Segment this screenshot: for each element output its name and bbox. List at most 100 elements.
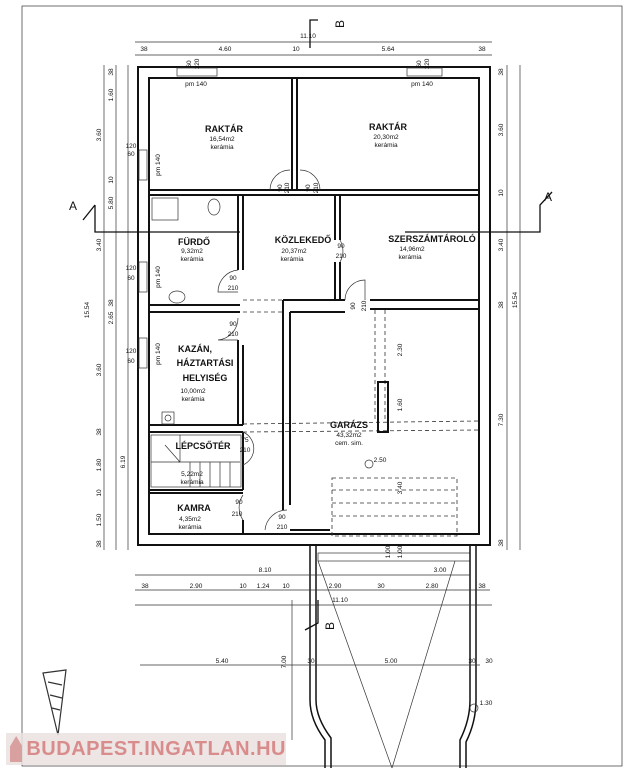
shower-icon (151, 197, 179, 221)
dimension-label: 38 (141, 583, 149, 590)
dimension-label: 90 (229, 275, 237, 282)
dimension-label: 3.40 (397, 481, 404, 494)
dimension-label: 2.90 (190, 583, 203, 590)
dimension-label: 38 (108, 68, 115, 76)
dimensions-garage: 2.30 1.60 3.40 1.00 1.00 (385, 343, 404, 558)
dimension-lines (103, 41, 521, 740)
dimension-label: 90 (350, 302, 357, 310)
room-kamra: KAMRA 4,35m2 kerámia (177, 503, 211, 531)
sink-icon (168, 290, 186, 304)
room-floor: kerámia (374, 142, 398, 149)
room-lepcsoter: LÉPCSŐTÉR 5,22m2 kerámia (175, 440, 231, 486)
room-name: SZERSZÁMTÁROLÓ (388, 233, 476, 244)
boiler-icon (161, 411, 175, 425)
room-name-line: HÁZTARTÁSI (177, 358, 234, 368)
dimension-label: 15.54 (512, 291, 519, 308)
garage-door (317, 552, 471, 562)
house-icon (10, 736, 23, 762)
dimension-label: 38 (498, 539, 505, 547)
room-area: 9,32m2 (181, 248, 203, 255)
dimension-label: 10 (96, 489, 103, 497)
dimension-label: 210 (240, 447, 251, 454)
dimension-label: 38 (498, 301, 505, 309)
dimension-label: pm 140 (155, 343, 162, 365)
dimension-label: 38 (108, 299, 115, 307)
level-markers: 2.50 1.30 (364, 457, 493, 713)
dimension-label: 60 (127, 151, 135, 158)
dimension-label: 3.40 (96, 238, 103, 251)
room-area: 10,00m2 (180, 388, 206, 395)
dimension-label: 60 (186, 60, 193, 68)
dimensions-right: 38 3.60 10 3.40 38 15.54 7.30 38 (498, 68, 519, 547)
section-label-a-left: A (69, 199, 77, 213)
dimension-label: 6.19 (120, 455, 127, 468)
dimension-label: 38 (478, 46, 486, 53)
room-name-line: KAZÁN, (178, 344, 212, 354)
dimension-label: 3.60 (96, 128, 103, 141)
room-raktar-1: RAKTÁR 16,54m2 kerámia (205, 124, 243, 151)
room-floor: cem. sim. (335, 440, 363, 447)
room-szerszamtarolo: SZERSZÁMTÁROLÓ 14,96m2 kerámia (388, 233, 476, 261)
dimension-label: 4.60 (219, 46, 232, 53)
dimension-label: 10 (239, 583, 247, 590)
section-label-b-top: B (333, 20, 347, 28)
dimension-label: 60 (127, 358, 135, 365)
dimension-label: 3.00 (434, 567, 447, 574)
fixtures (150, 197, 242, 488)
sheet-border (21, 5, 623, 767)
dimension-label: 1.60 (108, 88, 115, 101)
dimension-label: 90 (305, 184, 312, 192)
dimension-label: 210 (228, 285, 239, 292)
dimension-label: 5.80 (108, 196, 115, 209)
dimension-label: 120 (126, 143, 137, 150)
dimension-label: 120 (424, 58, 431, 69)
driveway (309, 545, 477, 768)
level-marker-icon (364, 459, 374, 469)
room-floor: kerámia (178, 524, 202, 531)
room-floor: kerámia (398, 254, 422, 261)
room-floor: kerámia (180, 479, 204, 486)
dimension-label: 2.90 (329, 583, 342, 590)
dimension-label: pm 140 (411, 81, 433, 88)
dimension-label: 11.10 (300, 33, 316, 40)
dimension-label: 2.80 (426, 583, 439, 590)
dimension-label: 90 (337, 243, 345, 250)
dimension-label: 15.54 (84, 301, 91, 318)
watermark-logo: BUDAPEST.INGATLAN.HU (6, 733, 286, 765)
room-name: FÜRDŐ (178, 236, 210, 247)
dimension-label: 90 (278, 514, 286, 521)
dimension-label: 120 (194, 58, 201, 69)
room-area: 20,37m2 (281, 248, 307, 255)
section-label-b-bottom: B (323, 622, 337, 630)
dimension-label: 3.40 (498, 238, 505, 251)
dimension-label: 1.30 (480, 700, 493, 707)
room-kazan: KAZÁN, HÁZTARTÁSI HELYISÉG 10,00m2 kerám… (177, 344, 234, 403)
dimension-label: 5.00 (385, 658, 398, 665)
room-floor: kerámia (280, 256, 304, 263)
room-name: RAKTÁR (205, 124, 243, 134)
level-marker-icon (469, 703, 479, 713)
toilet-icon (207, 198, 221, 216)
dimensions-bottom: 8.10 3.00 38 2.90 10 1.24 10 2.90 30 2.8… (141, 567, 486, 604)
interior-walls (149, 78, 479, 534)
room-raktar-2: RAKTÁR 20,30m2 kerámia (369, 122, 407, 149)
dimension-label: 2.50 (374, 457, 387, 464)
dimension-label: 210 (284, 182, 291, 193)
dimension-label: 1.60 (397, 398, 404, 411)
dimension-label: 210 (361, 300, 368, 311)
north-arrow-icon (42, 669, 67, 736)
room-name: KÖZLEKEDŐ (275, 234, 332, 245)
windows (138, 67, 443, 369)
dimension-label: 38 (478, 583, 486, 590)
dimension-label: 38 (96, 428, 103, 436)
dimension-label: 38 (96, 540, 103, 548)
room-name: KAMRA (177, 503, 211, 513)
dimension-label: 90 (229, 321, 237, 328)
dimension-label: 120 (126, 348, 137, 355)
dimension-label: 7.00 (281, 655, 288, 668)
dimension-label: 90 (235, 499, 243, 506)
dimension-label: 30 (485, 658, 493, 665)
dimension-label: 90 (277, 184, 284, 192)
